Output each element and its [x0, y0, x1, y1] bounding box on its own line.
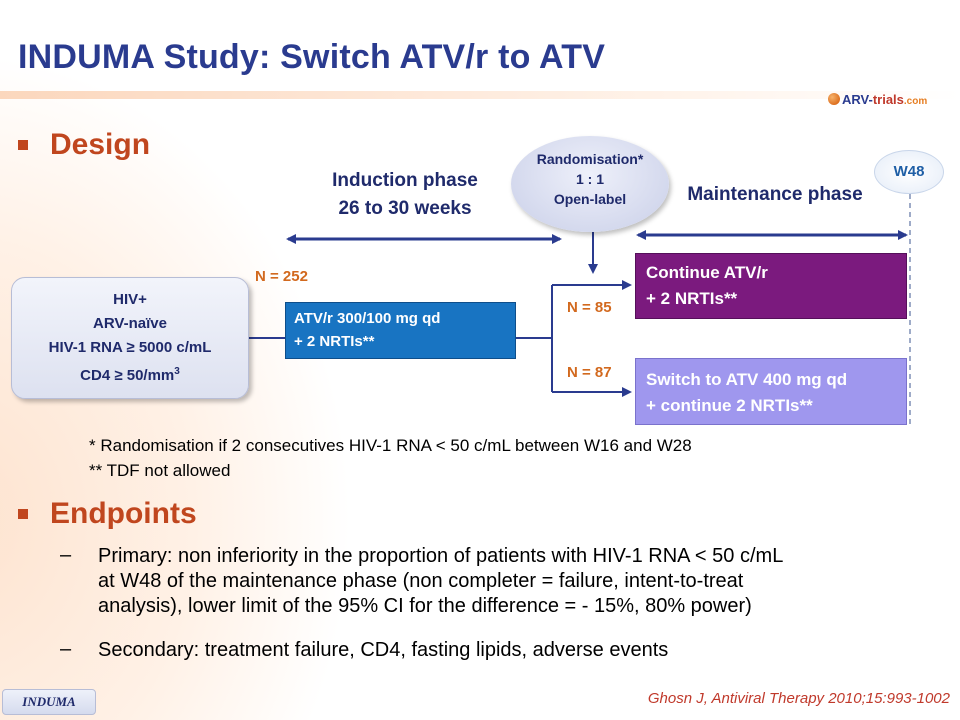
primary-endpoint: Primary: non inferiority in the proporti… [98, 544, 783, 619]
footnote-randomisation: * Randomisation if 2 consecutives HIV-1 … [89, 436, 692, 455]
population-cd4-text: CD4 ≥ 50/mm [80, 367, 175, 384]
arv-trials-logo: ARV-trials.com [828, 92, 927, 107]
induction-regimen-box: ATV/r 300/100 mg qd + 2 NRTIs** [285, 302, 516, 359]
logo-arv-text: ARV- [842, 92, 873, 107]
logo-trials-text: trials [872, 92, 904, 107]
primary-endpoint-line: analysis), lower limit of the 95% CI for… [98, 595, 752, 617]
induction-phase-duration: 26 to 30 weeks [338, 198, 472, 219]
randomisation-ratio: 1 : 1 [575, 171, 604, 187]
design-heading: Design [50, 128, 151, 161]
n-arm1-label: N = 85 [567, 299, 612, 316]
logo-com-text: .com [903, 96, 928, 107]
population-line-hiv: HIV+ [113, 291, 147, 308]
population-line-naive: ARV-naïve [93, 315, 167, 332]
citation: Ghosn J, Antiviral Therapy 2010;15:993-1… [647, 690, 950, 707]
w48-marker: W48 [874, 150, 944, 194]
induction-regimen-drug: ATV/r 300/100 mg qd [294, 310, 441, 327]
continue-arm-nrti: + 2 NRTIs** [646, 289, 738, 308]
randomisation-design: Open-label [553, 191, 627, 207]
primary-endpoint-dash: – [60, 544, 72, 566]
switch-arm-drug: Switch to ATV 400 mg qd [646, 370, 848, 389]
population-box: HIV+ ARV-naïve HIV-1 RNA ≥ 5000 c/mL CD4… [11, 277, 249, 399]
logo-ball-icon [828, 93, 840, 105]
population-line-rna: HIV-1 RNA ≥ 5000 c/mL [48, 339, 212, 356]
footer-study-tag: INDUMA [2, 689, 96, 715]
induction-regimen-nrti: + 2 NRTIs** [294, 333, 375, 350]
continue-arm-drug: Continue ATV/r [646, 263, 768, 282]
induction-phase-title: Induction phase [332, 170, 478, 191]
n-total-label: N = 252 [255, 268, 308, 285]
switch-arm-nrti: + continue 2 NRTIs** [646, 396, 813, 415]
continue-arm-box: Continue ATV/r + 2 NRTIs** [635, 253, 907, 319]
switch-arm-box: Switch to ATV 400 mg qd + continue 2 NRT… [635, 358, 907, 425]
endpoints-heading: Endpoints [50, 497, 197, 530]
slide-title: INDUMA Study: Switch ATV/r to ATV [18, 38, 606, 76]
induction-phase-label: Induction phase 26 to 30 weeks [310, 167, 500, 223]
randomisation-ellipse: Randomisation* 1 : 1 Open-label [511, 136, 669, 232]
maintenance-phase-label: Maintenance phase [687, 184, 863, 205]
title-rule [0, 91, 960, 99]
primary-endpoint-line: Primary: non inferiority in the proporti… [98, 545, 784, 567]
population-cd4-superscript: 3 [174, 366, 180, 377]
secondary-endpoint: Secondary: treatment failure, CD4, fasti… [98, 639, 669, 661]
endpoints-bullet-icon [18, 509, 28, 519]
secondary-endpoint-dash: – [60, 638, 72, 660]
primary-endpoint-line: at W48 of the maintenance phase (non com… [98, 570, 744, 592]
design-bullet-icon [18, 140, 28, 150]
population-line-cd4: CD4 ≥ 50/mm3 [12, 360, 248, 388]
n-arm2-label: N = 87 [567, 364, 612, 381]
randomisation-label: Randomisation* [536, 151, 644, 167]
footnote-tdf: ** TDF not allowed [89, 461, 231, 480]
